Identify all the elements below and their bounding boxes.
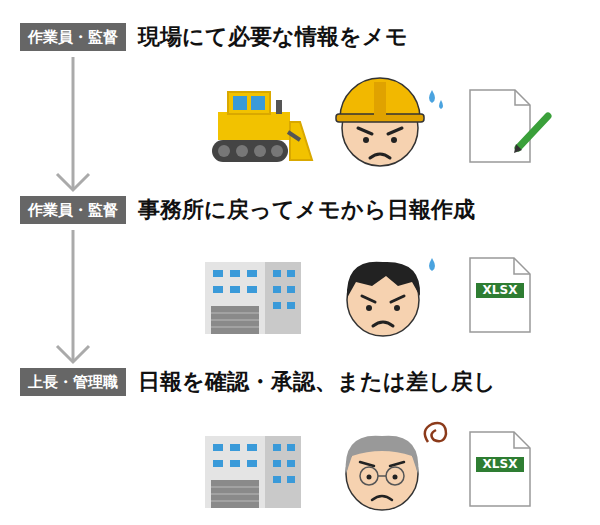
file-type-label: XLSX bbox=[470, 457, 530, 472]
step-heading: 事務所に戻ってメモから日報作成 bbox=[138, 196, 475, 224]
role-text: 作業員・監督 bbox=[28, 201, 118, 219]
role-box: 上長・管理職 bbox=[20, 368, 126, 396]
role-box: 作業員・監督 bbox=[20, 196, 126, 224]
flow-arrow bbox=[57, 57, 89, 190]
step-heading: 現場にて必要な情報をメモ bbox=[138, 23, 408, 51]
step-heading: 日報を確認・承認、または差し戻し bbox=[138, 368, 496, 396]
role-text: 上長・管理職 bbox=[28, 373, 118, 391]
role-text: 作業員・監督 bbox=[28, 28, 118, 46]
file-type-label: XLSX bbox=[470, 283, 530, 298]
role-box: 作業員・監督 bbox=[20, 23, 126, 51]
flow-arrow bbox=[57, 230, 89, 362]
